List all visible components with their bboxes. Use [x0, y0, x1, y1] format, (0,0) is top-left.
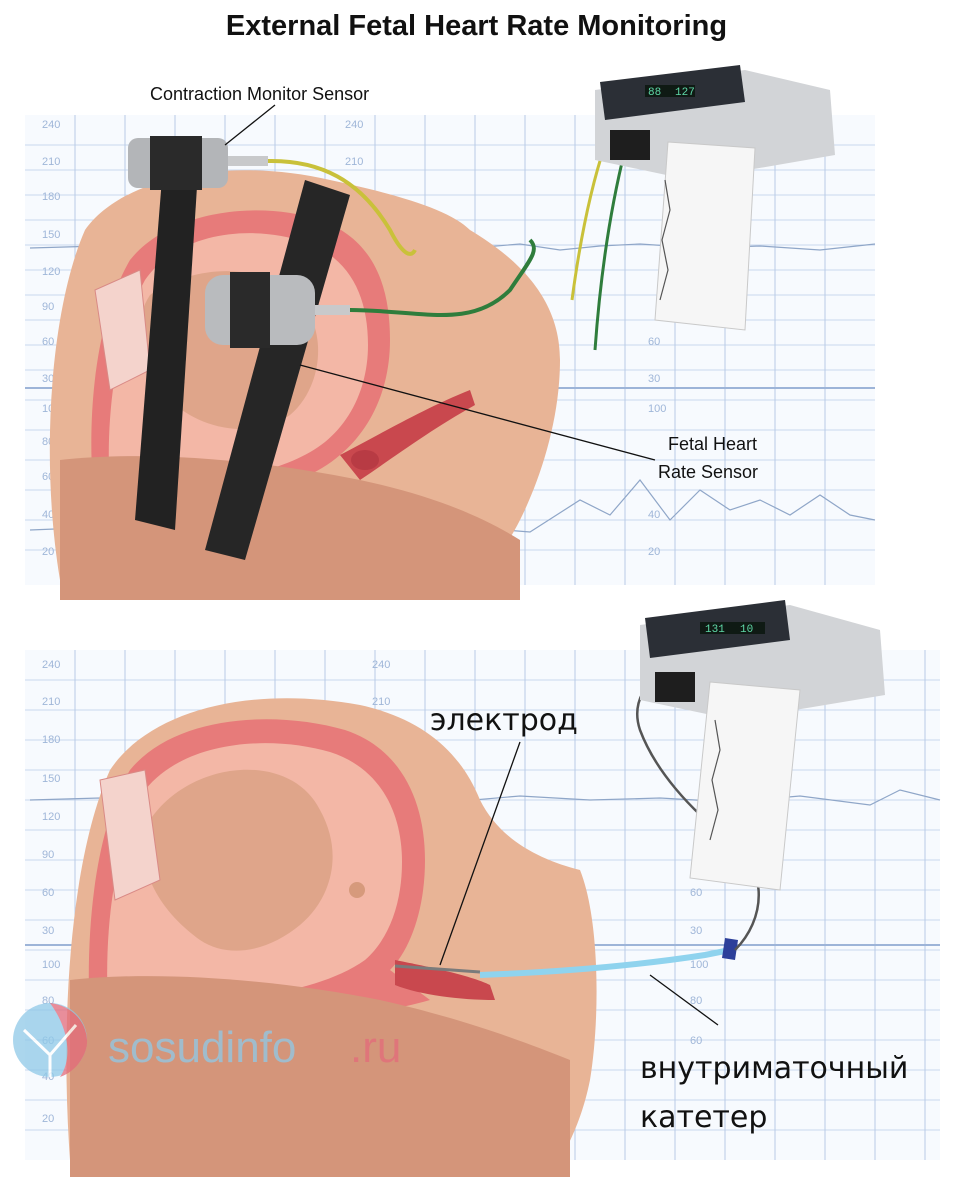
grid-tick: 40 — [648, 509, 660, 521]
grid-tick: 150 — [42, 229, 60, 241]
internal-monitoring-illustration: 240 210 180 150 120 90 60 30 100 80 60 4… — [0, 600, 953, 1177]
grid-tick: 20 — [42, 1113, 54, 1125]
watermark-text: sosudinfo — [108, 1023, 296, 1072]
grid-tick: 20 — [648, 546, 660, 558]
external-monitoring-svg: 240 210 180 150 120 90 60 30 100 80 60 4… — [0, 60, 953, 600]
grid-tick: 100 — [648, 403, 666, 415]
label-fetal-heart-rate-line2: Rate Sensor — [658, 462, 758, 482]
label-contraction-monitor-sensor: Contraction Monitor Sensor — [150, 84, 369, 104]
watermark-suffix: .ru — [350, 1023, 401, 1072]
grid-tick: 60 — [690, 887, 702, 899]
grid-tick: 100 — [690, 959, 708, 971]
ctg-paper-strip — [655, 142, 755, 330]
grid-tick: 60 — [42, 336, 54, 348]
grid-tick: 30 — [690, 925, 702, 937]
grid-tick: 100 — [42, 959, 60, 971]
grid-tick: 240 — [372, 659, 390, 671]
monitor-display-value: 88 — [648, 87, 661, 99]
grid-tick: 90 — [42, 849, 54, 861]
grid-tick: 30 — [42, 925, 54, 937]
ctg-paper-strip — [690, 682, 800, 890]
grid-tick: 60 — [690, 1035, 702, 1047]
label-catheter-line2: катетер — [640, 1100, 767, 1135]
monitor-display-value: 131 — [705, 624, 725, 636]
label-catheter-line1: внутриматочный — [640, 1051, 908, 1086]
grid-tick: 240 — [42, 659, 60, 671]
grid-tick: 180 — [42, 734, 60, 746]
grid-tick: 210 — [42, 696, 60, 708]
monitor-display-value: 127 — [675, 87, 695, 99]
grid-tick: 210 — [345, 156, 363, 168]
grid-tick: 90 — [42, 301, 54, 313]
grid-tick: 120 — [42, 266, 60, 278]
grid-tick: 240 — [42, 119, 60, 131]
grid-tick: 30 — [648, 373, 660, 385]
watermark-logo-icon — [13, 1003, 87, 1077]
external-monitoring-illustration: 240 210 180 150 120 90 60 30 100 80 60 4… — [0, 60, 953, 600]
page-title: External Fetal Heart Rate Monitoring — [0, 10, 953, 43]
grid-tick: 180 — [42, 191, 60, 203]
grid-tick: 120 — [42, 811, 60, 823]
grid-tick: 210 — [42, 156, 60, 168]
grid-tick: 210 — [372, 696, 390, 708]
grid-tick: 60 — [42, 887, 54, 899]
monitor-display-value: 10 — [740, 624, 753, 636]
grid-tick: 240 — [345, 119, 363, 131]
grid-tick: 150 — [42, 773, 60, 785]
label-fetal-heart-rate-line1: Fetal Heart — [668, 434, 757, 454]
grid-tick: 20 — [42, 546, 54, 558]
label-electrode: электрод — [430, 703, 578, 738]
grid-tick: 60 — [648, 336, 660, 348]
internal-monitoring-svg: 240 210 180 150 120 90 60 30 100 80 60 4… — [0, 600, 953, 1177]
